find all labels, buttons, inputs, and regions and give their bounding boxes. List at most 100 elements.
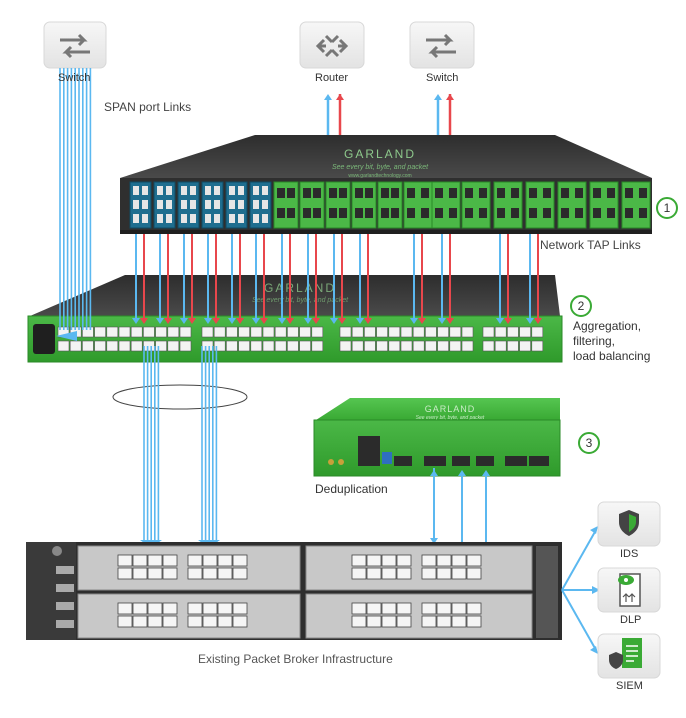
broker-port — [381, 554, 397, 567]
broker-port — [232, 567, 248, 580]
agg-port — [507, 326, 519, 338]
agg-port — [449, 326, 462, 338]
broker-port — [421, 602, 437, 615]
agg-port — [531, 340, 544, 352]
tap-port — [339, 208, 347, 218]
broker-port — [396, 567, 412, 580]
switch-left-device — [43, 21, 107, 69]
broker-port — [232, 615, 248, 628]
lc-port — [214, 214, 220, 223]
tap-port — [529, 188, 537, 198]
broker-port — [117, 615, 133, 628]
lc-port — [133, 186, 139, 195]
span-links-label: SPAN port Links — [104, 100, 192, 114]
broker-port — [217, 602, 233, 615]
step-3-badge: 3 — [578, 432, 600, 454]
agg-port — [167, 340, 180, 352]
broker-port — [117, 602, 133, 615]
switch-right-label: Switch — [426, 72, 459, 84]
tap-tagline: See every bit, byte, and packet — [332, 164, 429, 171]
lc-port — [229, 214, 235, 223]
broker-port — [117, 567, 133, 580]
lc-port — [262, 200, 268, 209]
lc-port — [238, 186, 244, 195]
tap-arrowhead — [304, 318, 312, 324]
agg-port — [262, 340, 275, 352]
agg-port — [155, 326, 167, 338]
lc-port — [133, 200, 139, 209]
broker-port — [187, 554, 203, 567]
siem-tool — [597, 633, 661, 679]
agg-port — [388, 326, 401, 338]
document-icon — [622, 638, 642, 668]
agg-tagline: See every bit, byte, and packet — [252, 297, 349, 304]
tap-port — [329, 208, 337, 218]
broker-port — [147, 567, 163, 580]
broker-port — [381, 602, 397, 615]
broker-port — [436, 567, 452, 580]
agg-port — [351, 326, 364, 338]
tap-arrowhead — [204, 318, 212, 324]
broker-port — [351, 602, 367, 615]
agg-port — [94, 326, 106, 338]
lc-port — [214, 200, 220, 209]
agg-port — [388, 340, 401, 352]
tap-port — [407, 208, 415, 218]
broker-port — [436, 554, 452, 567]
agg-port — [213, 326, 226, 338]
agg-port — [364, 326, 376, 338]
agg-port — [339, 326, 352, 338]
agg-port — [519, 340, 531, 352]
tap-port — [639, 208, 647, 218]
agg-port — [130, 340, 143, 352]
agg-port — [339, 340, 352, 352]
agg-port — [213, 340, 226, 352]
broker-port — [187, 615, 203, 628]
load-balancing-label: load balancing — [573, 349, 651, 363]
tap-arrowhead — [252, 318, 260, 324]
broker-port — [451, 602, 467, 615]
agg-port — [461, 326, 474, 338]
dedup-links — [430, 468, 490, 545]
tap-port — [575, 188, 583, 198]
agg-port — [238, 340, 250, 352]
lc-port — [262, 186, 268, 195]
agg-port — [494, 326, 507, 338]
lc-port — [214, 186, 220, 195]
agg-port — [437, 326, 449, 338]
tap-port — [313, 208, 321, 218]
tap-arrowhead — [164, 318, 172, 324]
lc-port — [205, 214, 211, 223]
tap-arrowhead — [180, 318, 188, 324]
tap-arrowhead — [188, 318, 196, 324]
tap-arrowhead — [278, 318, 286, 324]
network-tap-chassis: GARLAND See every bit, byte, and packet … — [120, 135, 652, 234]
broker-port — [436, 615, 452, 628]
broker-port — [232, 602, 248, 615]
agg-port — [82, 340, 94, 352]
lc-port — [253, 214, 259, 223]
broker-port — [366, 615, 382, 628]
lag-grouping-ellipse — [112, 384, 248, 410]
broker-port — [202, 554, 218, 567]
span-port-links — [56, 68, 92, 341]
broker-port — [421, 615, 437, 628]
aggregation-to-broker-links — [140, 346, 220, 548]
tap-arrowhead — [260, 318, 268, 324]
broker-port — [351, 554, 367, 567]
agg-port — [106, 340, 119, 352]
tap-port — [355, 208, 363, 218]
tap-port — [497, 208, 505, 218]
tap-port — [407, 188, 415, 198]
broker-port — [451, 567, 467, 580]
lc-port — [205, 186, 211, 195]
aggregation-label: Aggregation, — [573, 319, 642, 333]
tap-arrowhead — [418, 318, 426, 324]
router-device — [299, 21, 365, 69]
switch-right-icon — [426, 33, 456, 59]
tap-port — [381, 208, 389, 218]
broker-port — [396, 602, 412, 615]
broker-port — [162, 554, 178, 567]
router-icon — [315, 34, 349, 58]
agg-port — [106, 326, 119, 338]
